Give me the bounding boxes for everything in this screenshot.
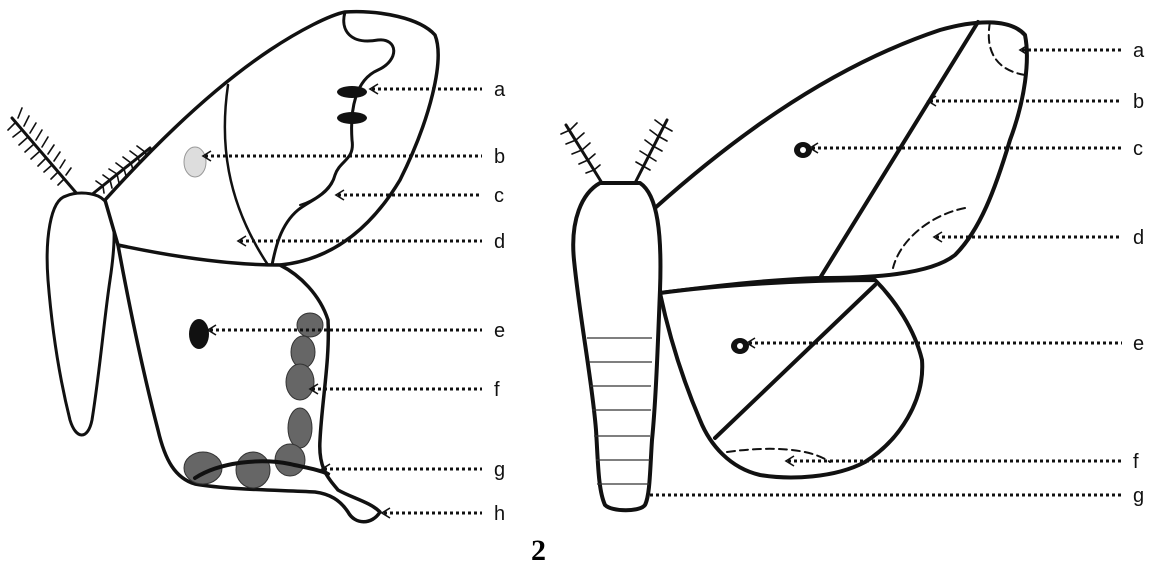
right-moth-hindwing-eyespot [731,338,749,354]
left-label-a: a [494,79,506,101]
left-label-e: e [494,320,505,342]
right-moth-antennae [561,120,672,183]
left-moth-eyespot [189,319,209,349]
right-moth-labels: a b c d e f g [1133,40,1145,507]
left-moth-pale-spot [184,147,206,177]
left-label-d: d [494,231,505,253]
right-label-a: a [1133,40,1145,62]
left-label-f: f [494,379,500,401]
left-label-h: h [494,503,505,525]
left-label-b: b [494,146,505,168]
right-label-d: d [1133,227,1144,249]
right-label-e: e [1133,333,1144,355]
right-label-c: c [1133,138,1143,160]
right-moth-body [573,183,660,510]
left-pointer-f [310,384,482,394]
right-label-f: f [1133,451,1139,473]
right-moth-hindwing [660,280,922,477]
right-pointer-a [1020,45,1122,55]
left-moth-labels: a b c d e f g h [494,79,506,525]
left-pointer-g [322,464,482,474]
left-moth-forewing [105,12,438,266]
right-moth [561,22,1027,510]
right-moth-forewing-eyespot [794,142,812,158]
left-label-c: c [494,185,504,207]
right-moth-forewing [655,22,1027,293]
left-pointer-h [382,508,482,518]
left-label-g: g [494,459,505,481]
right-label-g: g [1133,485,1144,507]
left-moth-black-bar-2 [337,112,367,124]
left-moth-body [47,193,114,435]
right-label-b: b [1133,91,1144,113]
figure-number: 2 [531,534,546,567]
left-moth-black-bar-1 [337,86,367,98]
